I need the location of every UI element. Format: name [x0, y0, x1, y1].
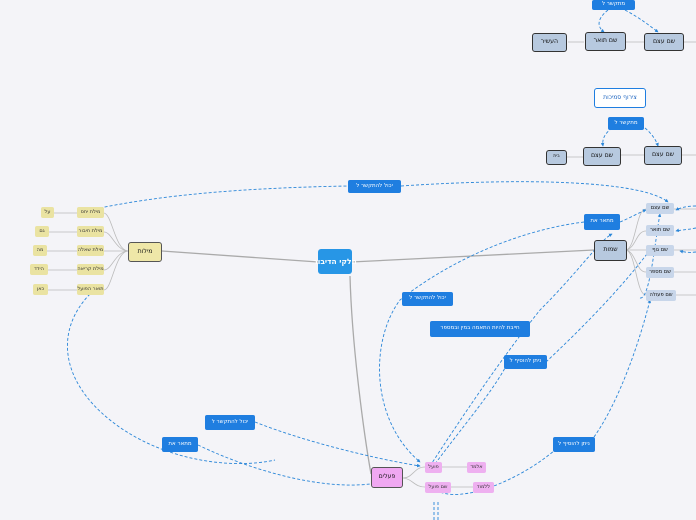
link-describes[interactable]: מתאר את: [584, 214, 620, 230]
names-node[interactable]: שמות: [594, 240, 627, 261]
construct-noun-a-node[interactable]: שם עצם: [583, 147, 621, 166]
construct-connects-label[interactable]: מתקשר ל: [608, 117, 644, 130]
names-item-pronoun[interactable]: שם גוף: [646, 245, 674, 256]
particles-node[interactable]: מילות: [128, 242, 162, 262]
link-describes-low[interactable]: מתאר את: [162, 437, 198, 452]
particles-item-adverb[interactable]: תואר הפועל: [77, 284, 104, 295]
verbs-node[interactable]: פעלים: [371, 467, 403, 488]
particles-item-question[interactable]: מילת שאלה: [77, 245, 104, 256]
construct-example-node[interactable]: בית: [546, 150, 567, 165]
names-item-action[interactable]: שם פעולה: [646, 290, 676, 301]
construct-title-node[interactable]: צירוף סמיכות: [594, 88, 646, 108]
particles-example-preposition[interactable]: על: [41, 207, 54, 218]
link-can-add-2[interactable]: ניתן להוסיף ל: [553, 437, 595, 452]
particles-item-preposition[interactable]: מילת יחס: [77, 207, 104, 218]
particles-example-exclamation[interactable]: הידד: [30, 264, 48, 275]
particles-example-adverb[interactable]: כאן: [33, 284, 48, 295]
particles-item-conjunction[interactable]: מילת חיבור: [77, 226, 104, 237]
link-can-connect-mid[interactable]: יכול להתקשר ל: [402, 292, 453, 306]
link-can-connect-low[interactable]: יכול להתקשר ל: [205, 415, 255, 430]
root-to-particles-line: [161, 250, 319, 263]
verbs-example-infinitive[interactable]: ללמוד: [473, 482, 494, 493]
link-can-connect-top[interactable]: יכול להתקשר ל: [348, 180, 401, 193]
top-connects-label[interactable]: מתקשר ל: [592, 0, 635, 10]
verbs-item-infinitive[interactable]: שם פועל: [425, 482, 451, 493]
particles-example-question[interactable]: מה: [33, 245, 47, 256]
root-to-verbs-line: [349, 275, 372, 475]
names-item-number[interactable]: שם מספר: [646, 267, 674, 278]
names-item-adjective[interactable]: שם תואר: [646, 225, 674, 236]
names-item-noun[interactable]: שם עצם: [646, 203, 674, 214]
top-adjective-node[interactable]: שם תואר: [585, 32, 626, 51]
particles-item-exclamation[interactable]: מילת קריאה: [77, 264, 104, 275]
verbs-item-verb[interactable]: פועל: [425, 462, 442, 473]
top-adjective-example-node[interactable]: העשיר: [532, 33, 567, 52]
link-agreement[interactable]: חייבת להיות התאמה במין ובמספר: [430, 321, 530, 337]
link-can-add-1[interactable]: ניתן להוסיף ל: [504, 355, 547, 369]
root-node[interactable]: חלקי הדיבור: [313, 249, 357, 274]
construct-noun-b-node[interactable]: שם עצם: [644, 146, 682, 165]
verbs-example-verb[interactable]: אלמד: [467, 462, 486, 473]
particles-example-conjunction[interactable]: גם: [35, 226, 49, 237]
root-to-names-line: [350, 249, 595, 263]
top-noun-node[interactable]: שם עצם: [644, 33, 684, 51]
